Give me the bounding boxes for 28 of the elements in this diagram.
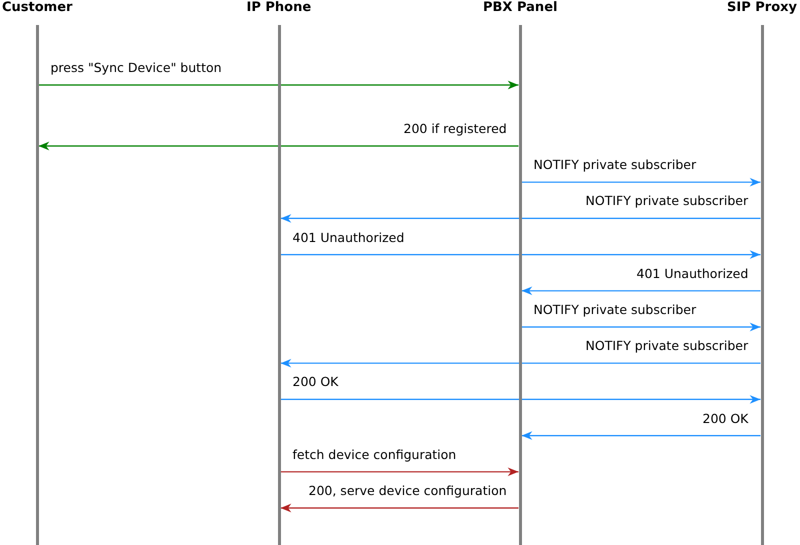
- message-arrow: [280, 250, 760, 259]
- message-arrow: [522, 286, 760, 296]
- message-arrow: [38, 142, 518, 150]
- message-label: press "Sync Device" button: [50, 60, 222, 76]
- participant-name: IP Phone: [246, 0, 312, 16]
- message-arrow: [280, 395, 760, 404]
- message-arrow: [280, 358, 760, 368]
- message-arrow: [522, 322, 760, 332]
- message-label: NOTIFY private subscriber: [586, 193, 748, 210]
- message-arrow: [522, 431, 760, 440]
- message-label: NOTIFY private subscriber: [534, 302, 696, 318]
- message-arrow: [280, 214, 760, 223]
- message-label: 200, serve device configuration: [308, 483, 507, 499]
- participant-name: SIP Proxy: [727, 0, 797, 16]
- message-arrow: [522, 178, 760, 187]
- message-label: 401 Unauthorized: [292, 230, 404, 246]
- message-label: 401 Unauthorized: [636, 266, 748, 282]
- message-arrow: [280, 504, 518, 512]
- message-label: NOTIFY private subscriber: [586, 338, 748, 354]
- message-label: 200 OK: [702, 410, 748, 427]
- message-arrow: [280, 467, 518, 476]
- message-label: fetch device configuration: [292, 446, 456, 463]
- message-label: 200 if registered: [404, 121, 507, 137]
- participant-name: PBX Panel: [483, 0, 558, 16]
- message-arrow: [38, 80, 518, 90]
- message-label: 200 OK: [292, 374, 338, 390]
- message-label: NOTIFY private subscriber: [534, 157, 696, 174]
- participant-name: Customer: [2, 0, 72, 16]
